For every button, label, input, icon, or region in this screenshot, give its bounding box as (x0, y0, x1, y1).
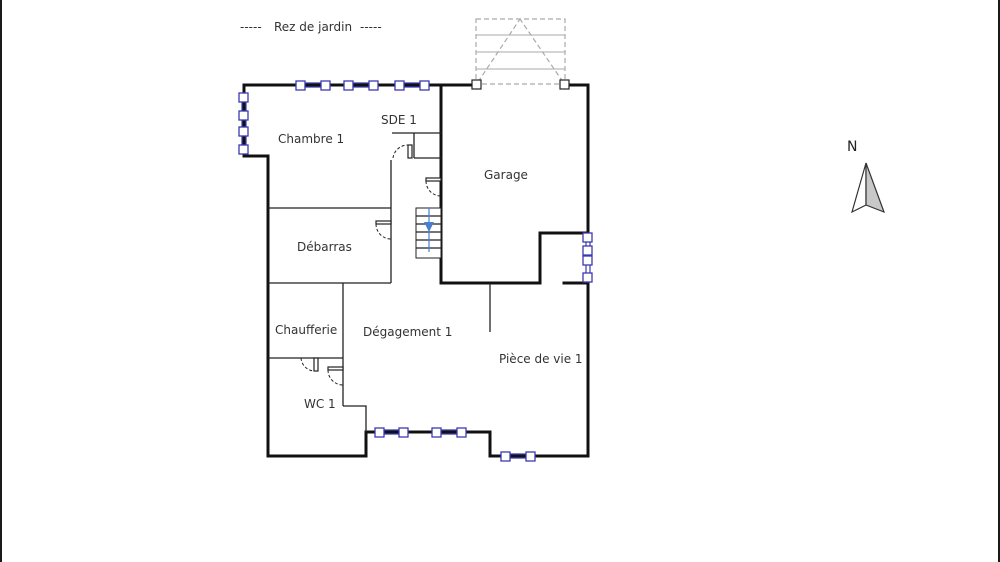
window-bottom-3 (500, 451, 536, 462)
north-arrow-left-half-icon (851, 162, 867, 214)
room-label-chambre-1: Chambre 1 (278, 132, 344, 146)
north-arrow: N (847, 139, 886, 214)
door-wc (327, 366, 344, 386)
door-garage (425, 177, 442, 197)
level-title: ----- Rez de jardin ----- (240, 20, 382, 34)
window-left (238, 92, 249, 155)
room-labels: Chambre 1 SDE 1 Garage Débarras Chauffer… (275, 113, 583, 411)
window-right (582, 232, 593, 283)
door-chaufferie (300, 357, 319, 372)
level-title-text: Rez de jardin (274, 20, 352, 34)
north-label: N (847, 139, 857, 155)
windows (238, 80, 593, 462)
window-top-3 (394, 80, 430, 91)
window-top-2 (343, 80, 379, 91)
staircase (415, 207, 442, 259)
room-label-debarras: Débarras (297, 240, 352, 254)
level-title-left-dashes: ----- (240, 20, 262, 34)
north-arrow-right-half-icon (865, 162, 886, 214)
door-sde (392, 144, 413, 159)
pillar-right (559, 79, 570, 90)
window-top-1 (295, 80, 331, 91)
door-debarras (375, 220, 392, 240)
room-label-piece-de-vie-1: Pièce de vie 1 (499, 352, 583, 366)
room-label-chaufferie: Chaufferie (275, 323, 337, 337)
doors (300, 144, 442, 386)
window-bottom-1 (374, 427, 409, 438)
interior-walls (268, 132, 491, 432)
room-label-degagement-1: Dégagement 1 (363, 325, 452, 339)
level-title-right-dashes: ----- (360, 20, 382, 34)
room-label-garage: Garage (484, 168, 528, 182)
room-label-sde-1: SDE 1 (381, 113, 417, 127)
stair-arrow-icon (424, 222, 434, 232)
pillar-left (471, 79, 482, 90)
room-label-wc-1: WC 1 (304, 397, 336, 411)
window-bottom-2 (431, 427, 467, 438)
garage-door-outline (475, 18, 566, 85)
